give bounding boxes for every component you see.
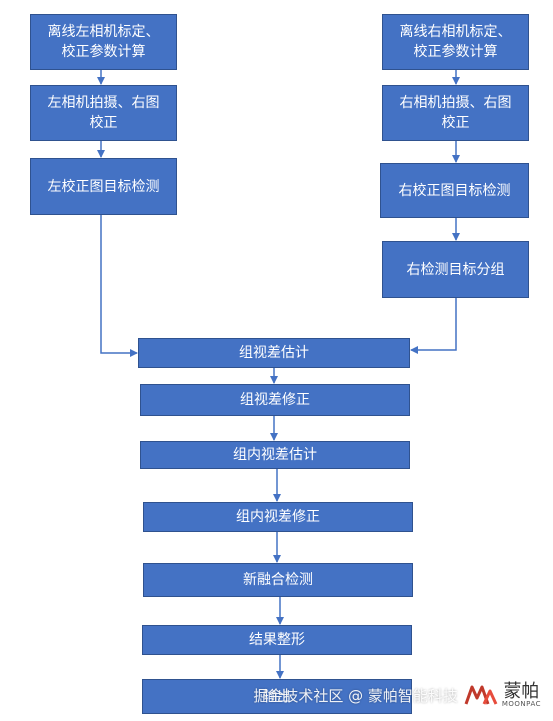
group-disparity-estimate-box: 组视差估计	[138, 338, 410, 368]
left-calibration-box: 离线左相机标定、 校正参数计算	[30, 14, 177, 70]
right-detect-box: 右校正图目标检测	[380, 163, 529, 218]
left-detect-box: 左校正图目标检测	[30, 158, 177, 215]
brand-name-cn: 蒙帕	[503, 680, 540, 702]
watermark: 掘金技术社区 @ 蒙帕智能科技 蒙帕 MOONPAC	[253, 680, 541, 710]
right-capture-box: 右相机拍摄、右图 校正	[382, 85, 529, 141]
brand-name-en: MOONPAC	[501, 699, 541, 708]
intra-group-disparity-estimate-box: 组内视差估计	[140, 441, 410, 469]
output-box: 输出	[142, 679, 412, 714]
group-disparity-correction-box: 组视差修正	[140, 384, 410, 416]
watermark-text: 掘金技术社区 @ 蒙帕智能科技	[253, 686, 458, 705]
result-shaping-box: 结果整形	[142, 625, 412, 655]
brand-logo: 蒙帕 MOONPAC	[464, 680, 541, 708]
intra-group-disparity-correction-box: 组内视差修正	[143, 502, 413, 532]
moonpac-logo-icon	[464, 685, 498, 705]
arrow-right-group-to-group-est	[410, 298, 457, 354]
arrow-left-detect-to-group-est	[100, 215, 138, 357]
right-group-box: 右检测目标分组	[382, 241, 529, 298]
new-fusion-detection-box: 新融合检测	[143, 563, 413, 597]
right-calibration-box: 离线右相机标定、 校正参数计算	[382, 14, 529, 70]
left-capture-box: 左相机拍摄、右图 校正	[30, 85, 177, 141]
